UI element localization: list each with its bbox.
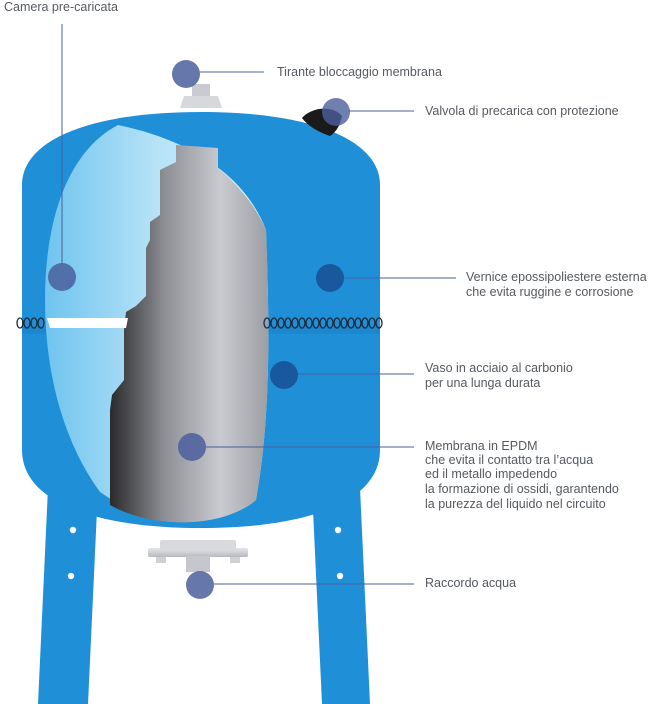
- leader-lines: [61, 24, 456, 585]
- marker-pre-charged-chamber: [48, 263, 76, 291]
- right-leg: [312, 488, 370, 704]
- label-paint: Vernice epossipoliestere esterna che evi…: [466, 270, 650, 299]
- marker-water-connection: [186, 571, 214, 599]
- flange-bolts-right: [263, 317, 383, 329]
- leg-hole: [69, 526, 77, 534]
- epdm-membrane: [110, 145, 269, 523]
- left-leg: [38, 488, 98, 704]
- marker-paint: [316, 264, 344, 292]
- markers: [48, 60, 350, 599]
- leg-hole: [67, 572, 75, 580]
- marker-precharge-valve: [322, 98, 350, 126]
- flange-band: [47, 318, 128, 328]
- marker-membrane-rod: [172, 60, 200, 88]
- label-membrane: Membrana in EPDM che evita il contatto t…: [425, 439, 622, 511]
- flange-bolts-left: [16, 317, 45, 329]
- label-vessel: Vaso in acciaio al carbonio per una lung…: [425, 361, 576, 390]
- marker-membrane: [178, 433, 206, 461]
- marker-vessel: [270, 361, 298, 389]
- membrane-rod-fitting: [180, 84, 222, 108]
- leg-hole: [336, 572, 344, 580]
- label-water-connection: Raccordo acqua: [425, 576, 516, 590]
- label-membrane-rod: Tirante bloccaggio membrana: [277, 65, 442, 79]
- label-precharge-valve: Valvola di precarica con protezione: [425, 104, 619, 118]
- leg-hole: [334, 526, 342, 534]
- label-pre-charged-chamber: Camera pre-caricata: [4, 0, 118, 14]
- water-connection-fitting: [148, 540, 248, 572]
